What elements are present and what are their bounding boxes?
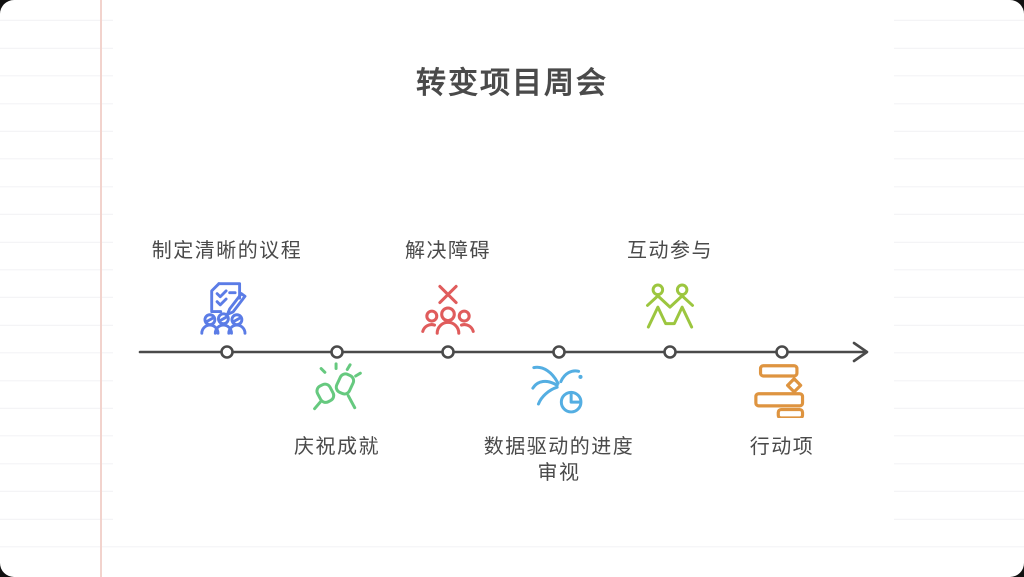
item-label: 互动参与 <box>627 240 713 262</box>
item-label: 庆祝成就 <box>294 436 380 458</box>
arrowhead-icon <box>852 341 869 363</box>
timeline-dot <box>663 345 677 359</box>
gantt-bars-icon <box>754 362 810 418</box>
item-label: 行动项 <box>749 436 815 458</box>
timeline-item-obstacles: 解决障碍 <box>348 238 548 336</box>
timeline-axis <box>138 341 869 363</box>
fist-bump-icon <box>309 362 365 418</box>
item-label: 数据驱动的进度 审视 <box>483 436 635 484</box>
holding-hands-icon <box>642 280 698 336</box>
agenda-checklist-icon <box>199 280 255 336</box>
timeline-dot <box>775 345 789 359</box>
timeline-dot <box>330 345 344 359</box>
timeline-item-participation: 互动参与 <box>570 238 770 336</box>
timeline-dot <box>552 345 566 359</box>
page-title: 转变项目周会 <box>416 67 608 100</box>
timeline-dot <box>441 345 455 359</box>
timeline-item-action-items: 行动项 <box>682 362 882 460</box>
blocked-team-icon <box>420 280 476 336</box>
canvas-card <box>113 0 894 540</box>
timeline-item-data-review: 数据驱动的进度 审视 <box>459 362 659 486</box>
data-progress-icon <box>531 362 587 418</box>
timeline-item-agenda: 制定清晰的议程 <box>127 238 327 336</box>
item-label: 制定清晰的议程 <box>151 240 303 262</box>
notebook-margin-line <box>100 0 102 577</box>
timeline-dot <box>220 345 234 359</box>
item-label: 解决障碍 <box>405 240 491 262</box>
timeline-item-celebration: 庆祝成就 <box>237 362 437 460</box>
